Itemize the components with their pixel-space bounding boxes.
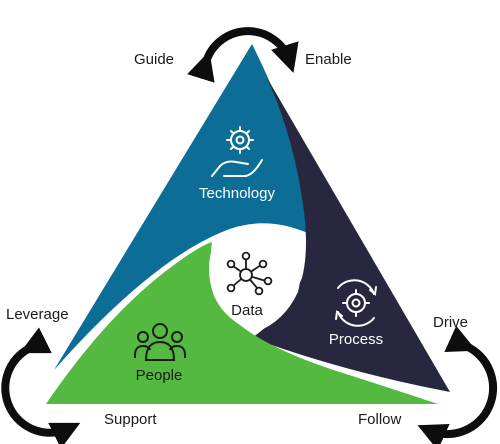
technology-label: Technology: [199, 185, 275, 202]
people-label: People: [135, 367, 183, 384]
data-center: [209, 230, 301, 332]
process-segment: [252, 76, 450, 392]
hand-gear-icon: [211, 126, 263, 177]
gear-cycle-icon: [335, 279, 377, 327]
guide-enable-arrow: [187, 27, 299, 83]
process-label: Process: [328, 331, 384, 348]
drive-follow-arrow: [417, 325, 498, 444]
follow-label: Follow: [358, 411, 402, 428]
data-label: Data: [231, 302, 263, 319]
people-segment: [46, 242, 438, 404]
drive-label: Drive: [433, 314, 469, 331]
leverage-label: Leverage: [6, 306, 69, 323]
guide-label: Guide: [134, 51, 175, 68]
network-hub-icon: [226, 251, 273, 296]
people-group-icon: [133, 323, 187, 361]
enable-label: Enable: [305, 51, 352, 68]
technology-segment: [54, 44, 318, 370]
leverage-support-arrow: [1, 327, 81, 444]
support-label: Support: [104, 411, 157, 428]
